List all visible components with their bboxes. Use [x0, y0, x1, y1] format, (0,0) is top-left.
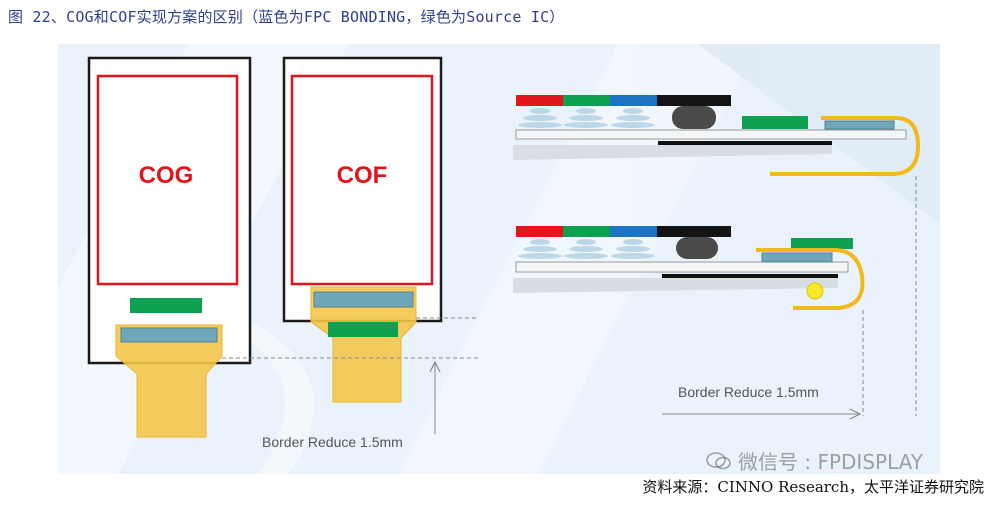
cof-side-sealant	[676, 237, 718, 259]
cof-display-area	[290, 74, 434, 286]
side-border-reduce-label: Border Reduce 1.5mm	[678, 384, 819, 400]
cog-side-color-filter-green	[563, 95, 610, 106]
cog-side-backlight-bar	[658, 141, 832, 145]
cof-side-backlight-bar	[662, 274, 838, 278]
cof-source-ic	[328, 322, 398, 337]
diagram-svg: COG COF Border Reduce 1.5mm	[58, 44, 940, 474]
cog-side-bend	[770, 116, 921, 176]
front-border-reduce-label: Border Reduce 1.5mm	[262, 434, 403, 450]
cog-side-array-glass	[515, 129, 907, 140]
cog-side-source-ic	[742, 116, 808, 129]
cof-side-source-ic	[791, 238, 853, 249]
cog-flex-circuit	[115, 324, 223, 438]
cog-side-liquid-crystal	[518, 108, 655, 128]
cof-fpc-bonding	[313, 291, 414, 308]
cog-source-ic	[130, 298, 202, 313]
cof-side-fpc-bonding	[761, 252, 833, 263]
cog-side-sealant	[672, 106, 716, 129]
cof-side-array-glass	[515, 261, 849, 273]
cog-label: COG	[139, 162, 194, 189]
cof-side-black-matrix	[657, 226, 731, 237]
figure-source: 资料来源：CINNO Research，太平洋证券研究院	[642, 478, 984, 496]
cof-front-view: COF	[282, 56, 443, 403]
cof-side-color-filter-green	[563, 226, 610, 237]
cof-side-bend	[756, 248, 865, 310]
cog-display-area	[96, 74, 239, 286]
cog-fpc-bonding	[120, 327, 218, 343]
cof-side-polarizer	[513, 278, 838, 293]
cog-side-polarizer	[513, 145, 832, 160]
cog-front-view: COG	[87, 56, 252, 438]
wechat-icon	[706, 451, 731, 469]
figure-title: 图 22、COG和COF实现方案的区别（蓝色为FPC BONDING，绿色为So…	[8, 8, 565, 26]
cof-label: COF	[337, 162, 388, 189]
side-dimension: Border Reduce 1.5mm	[662, 176, 917, 420]
cof-side-color-filter-red	[516, 226, 563, 237]
watermark-text: 微信号 : FPDISPLAY	[738, 450, 924, 474]
cof-side-bead	[806, 282, 824, 300]
diagram-canvas: COG COF Border Reduce 1.5mm	[58, 44, 940, 474]
front-dimension: Border Reduce 1.5mm	[222, 317, 478, 450]
watermark: 微信号 : FPDISPLAY	[706, 446, 923, 475]
cof-side-color-filter-blue	[610, 226, 657, 237]
cog-side-view	[513, 95, 921, 176]
cof-side-liquid-crystal	[518, 239, 655, 259]
cog-side-fpc-bonding	[824, 120, 895, 130]
cof-side-view	[513, 226, 865, 310]
cog-side-black-matrix	[657, 95, 731, 106]
cog-side-color-filter-blue	[610, 95, 657, 106]
cof-flex-circuit	[310, 286, 417, 403]
cog-side-color-filter-red	[516, 95, 563, 106]
